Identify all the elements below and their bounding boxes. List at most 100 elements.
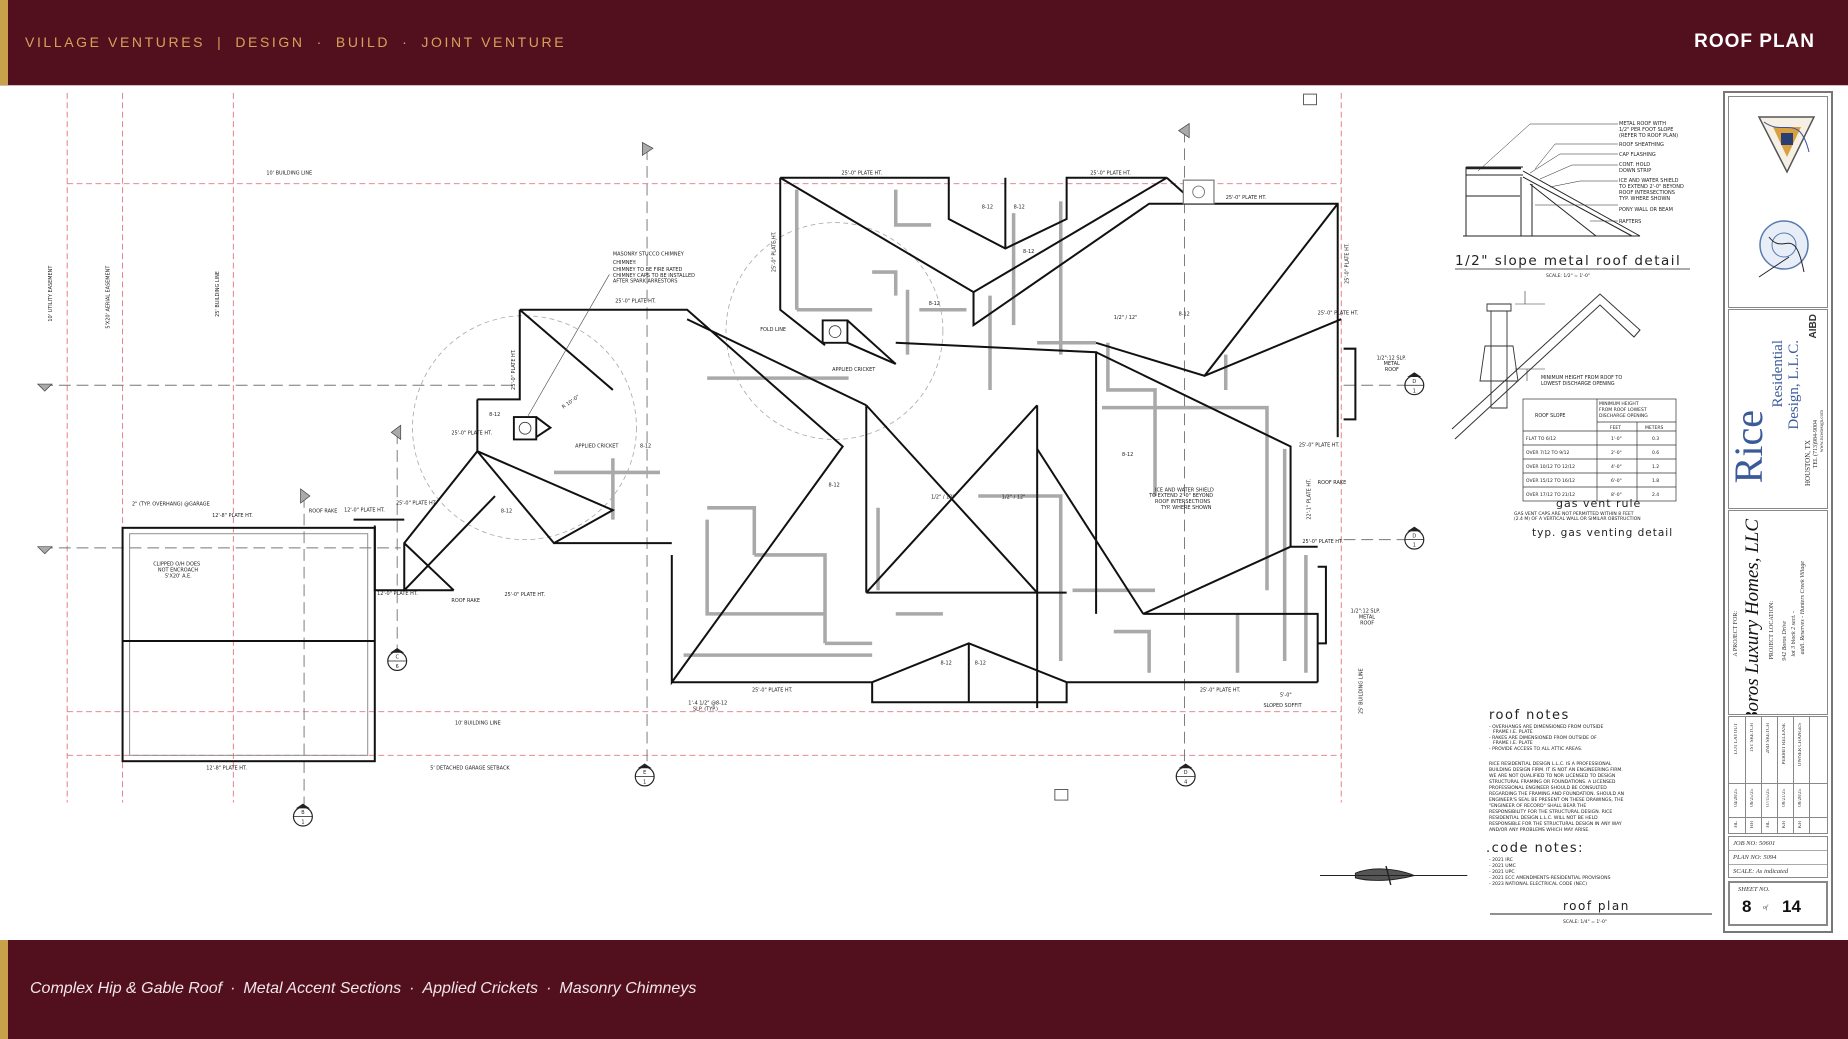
svg-text:OVER 15/12 TO 16/12: OVER 15/12 TO 16/12 bbox=[1526, 478, 1575, 484]
plan-number: PLAN NO: 5094 bbox=[1729, 851, 1827, 865]
sheet-number-box: SHEET NO. 8 of 14 bbox=[1728, 881, 1828, 926]
revision-initials: KH bbox=[1782, 821, 1787, 829]
feature-metal-accent: Metal Accent Sections bbox=[243, 980, 402, 997]
callout-text: RAFTERS bbox=[1619, 219, 1641, 225]
chimney-clearance-circle bbox=[725, 222, 944, 440]
section-sheet: 6 bbox=[396, 664, 399, 670]
svg-text:4'-0": 4'-0" bbox=[1611, 464, 1622, 470]
slope-label: 8-12 bbox=[1122, 452, 1133, 458]
label-metal-roof: ROOF bbox=[1385, 367, 1399, 373]
slope-label: 1/2" / 12" bbox=[1002, 494, 1026, 500]
revision-date: 07/15/25 bbox=[1766, 789, 1771, 807]
gas-rule-title: gas vent rule bbox=[1556, 497, 1641, 510]
chimney-icon bbox=[512, 416, 553, 441]
svg-text:1.2: 1.2 bbox=[1652, 464, 1659, 470]
grid-marker-icon bbox=[1054, 789, 1069, 801]
firm-city: HOUSTON, TX bbox=[1804, 440, 1812, 487]
disclaimer-line: "ENGINEER OF RECORD" SHALL BEAR THE bbox=[1489, 803, 1586, 809]
label-chimney-note: CHIMNEY: bbox=[613, 260, 637, 266]
gold-accent-bar bbox=[0, 940, 8, 1039]
setback-lines bbox=[41, 92, 1415, 817]
label-soffit-dim: 5'-0" bbox=[1280, 692, 1292, 698]
detail-scale: SCALE: 1/2" = 1'-0" bbox=[1546, 273, 1590, 279]
callout-text: ROOF SHEATHING bbox=[1619, 142, 1664, 148]
gas-venting-detail: MINIMUM HEIGHT FROM ROOF TO LOWEST DISCH… bbox=[1451, 291, 1677, 539]
feature-tagline: Complex Hip & Gable Roof·Metal Accent Se… bbox=[30, 980, 696, 998]
brand-dot: · bbox=[316, 34, 324, 50]
note-item: - 2021 IRC bbox=[1489, 857, 1513, 863]
svg-text:8'-0": 8'-0" bbox=[1611, 492, 1622, 498]
label-clipped-overhang: 5'X20' A.E. bbox=[165, 573, 192, 579]
section-letter: D bbox=[1184, 770, 1188, 776]
callout-text: 1/2" PER FOOT SLOPE bbox=[1619, 127, 1673, 133]
grid-marker-icon bbox=[1303, 93, 1317, 106]
label-ice-shield: TO EXTEND 2'-0" BEYOND bbox=[1148, 493, 1213, 499]
slope-label: 8-12 bbox=[501, 509, 512, 515]
section-sheet: 1 bbox=[643, 780, 646, 786]
title-block: Rice Residential Design, L.L.C. HOUSTON,… bbox=[1723, 91, 1833, 933]
svg-text:6'-0": 6'-0" bbox=[1611, 478, 1622, 484]
project-address: 942 Boros Drive bbox=[1782, 621, 1788, 661]
metal-roof-detail: METAL ROOF WITH 1/2" PER FOOT SLOPE (REF… bbox=[1455, 121, 1690, 279]
label-clipped-overhang: NOT ENCROACH bbox=[158, 567, 198, 573]
label-ice-shield: TYP. WHERE SHOWN bbox=[1160, 505, 1212, 511]
svg-text:1.8: 1.8 bbox=[1652, 478, 1659, 484]
table-row: OVER 10/12 TO 12/12 4'-0" 1.2 bbox=[1526, 464, 1659, 470]
svg-text:OVER 10/12 TO 12/12: OVER 10/12 TO 12/12 bbox=[1526, 464, 1575, 470]
callout-text: ICE AND WATER SHIELD bbox=[1619, 178, 1679, 184]
label-radius: R 10'-0" bbox=[561, 394, 581, 410]
section-markers: C6 E1 D4 B1 D1 D1 bbox=[292, 372, 1425, 827]
disclaimer-line: RICE RESIDENTIAL DESIGN L.L.C. IS A PROF… bbox=[1489, 761, 1612, 767]
label-plate-height: 25'-0" PLATE HT. bbox=[511, 349, 517, 390]
label-metal-roof: 1/2":12 SLP. bbox=[1351, 609, 1381, 615]
label-plate-height: 25'-0" PLATE HT. bbox=[1344, 243, 1350, 284]
page-title: ROOF PLAN bbox=[1694, 31, 1815, 52]
label-garage-setback: 5' DETACHED GARAGE SETBACK bbox=[430, 765, 510, 771]
disclaimer-line: RESPONSIBLE FOR THE STRUCTURAL DESIGN IN… bbox=[1489, 821, 1622, 827]
note-item: - PROVIDE ACCESS TO ALL ATTIC AREAS. bbox=[1489, 746, 1582, 752]
label-plate-height: 12'-0" PLATE HT. bbox=[377, 591, 418, 597]
brand-line: VILLAGE VENTURES|DESIGN·BUILD·JOINT VENT… bbox=[25, 34, 566, 50]
svg-text:0.6: 0.6 bbox=[1652, 450, 1659, 456]
sheet-label: SHEET NO. bbox=[1738, 886, 1770, 893]
note-item: - 2021 UPC bbox=[1489, 869, 1515, 875]
label-slope-typ: SLP. (TYP.) bbox=[693, 707, 718, 713]
drawing-title: roof plan bbox=[1563, 899, 1630, 913]
project-info: A PROJECT FOR: Boros Luxury Homes, LLC P… bbox=[1728, 510, 1828, 715]
section-marker-icon: D1 bbox=[1404, 526, 1425, 550]
slope-label: 8-12 bbox=[1014, 204, 1025, 210]
revision-initials: HL bbox=[1734, 821, 1739, 828]
note-item: - 2021 UMC bbox=[1489, 863, 1516, 869]
revision-description: 1ST SKETCH bbox=[1750, 723, 1755, 752]
label-plate-height: 25'-0" PLATE HT. bbox=[752, 688, 793, 694]
revision-initials: HH bbox=[1750, 821, 1755, 829]
client-name: Boros Luxury Homes, LLC bbox=[1742, 519, 1763, 715]
disclaimer-line: AND/OR ANY PROBLEMS WHICH MAY ARISE. bbox=[1489, 827, 1590, 833]
drawing-scale: SCALE: 1/4" = 1'-0" bbox=[1563, 919, 1607, 925]
disclaimer-line: RESPONSIBILITY FOR THE STRUCTURAL DESIGN… bbox=[1489, 809, 1612, 815]
slope-label: 8-12 bbox=[982, 204, 993, 210]
sheet-of: of bbox=[1763, 905, 1768, 911]
label-roof-rake: ROOF RAKE bbox=[1318, 480, 1347, 486]
label-plate-height: 25'-0" PLATE HT. bbox=[842, 170, 883, 176]
brand-company: VILLAGE VENTURES bbox=[25, 34, 206, 50]
label-plate-height: 12'-8" PLATE HT. bbox=[206, 765, 247, 771]
scale-info: SCALE: As indicated bbox=[1733, 868, 1789, 875]
job-number: JOB NO: 50601 bbox=[1729, 837, 1827, 851]
slope-label: 8-12 bbox=[489, 412, 500, 418]
label-overhang: 2" (TYP. OVERHANG) @GARAGE bbox=[132, 501, 210, 507]
label-plate-height: 12'-8" PLATE HT. bbox=[212, 513, 253, 519]
vent-icon bbox=[1192, 185, 1206, 199]
detail-title: 1/2" slope metal roof detail bbox=[1455, 253, 1681, 269]
slope-label: 8-12 bbox=[640, 444, 651, 450]
sheet-number: 8 bbox=[1742, 897, 1752, 916]
slope-label: 8-12 bbox=[829, 483, 840, 489]
gas-note: LOWEST DISCHARGE OPENING bbox=[1541, 381, 1615, 387]
svg-text:OVER 7/12 TO 9/12: OVER 7/12 TO 9/12 bbox=[1526, 450, 1569, 456]
job-info: JOB NO: 50601 PLAN NO: 5094 SCALE: As in… bbox=[1728, 836, 1828, 878]
callout-text: DOWN STRIP bbox=[1619, 168, 1651, 174]
label-building-line: 10' BUILDING LINE bbox=[455, 721, 501, 727]
revision-description: OWNER CHANGES bbox=[1798, 723, 1803, 767]
